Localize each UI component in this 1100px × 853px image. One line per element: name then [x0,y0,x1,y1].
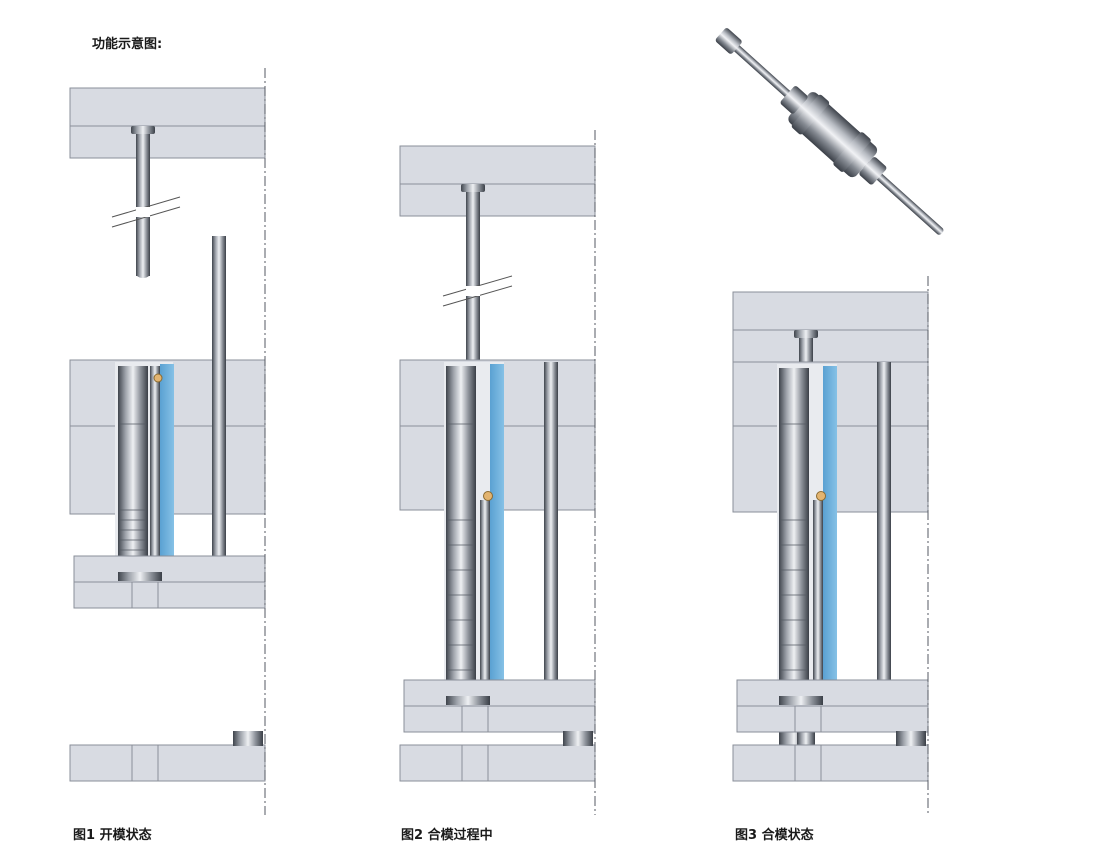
figure-title: 功能示意图: [92,37,163,52]
fixed-plate-top [69,87,266,127]
lock-body [446,366,476,702]
stop-button [896,731,926,746]
break-gap [136,207,150,217]
lock-base [779,696,823,705]
ejector-retainer [736,679,929,707]
figure-3-caption: 图3 合模状态 [735,828,814,843]
clamp-plate [69,744,266,782]
stop-button [233,731,263,746]
figure-3-closed [732,276,929,815]
ejector-plate [403,705,596,733]
ejector-plate [73,581,266,609]
figure-1-caption: 图1 开模状态 [73,828,152,843]
return-pin [212,236,226,574]
lock-body-rings [448,423,474,671]
figure-2-caption: 图2 合模过程中 [401,828,493,843]
blue-sleeve [490,364,504,702]
lock-body-rings [781,423,807,671]
lock-ball [816,491,826,501]
latch-rod [480,500,490,702]
lock-base [118,572,162,581]
lock-ball [483,491,493,501]
figure-2-closing [399,130,596,815]
ejector-retainer [73,555,266,583]
lock-body [118,366,148,576]
break-gap [466,286,480,296]
latch-rod [813,500,823,704]
fixed-plate-bottom [399,183,596,217]
stop-button [563,731,593,746]
pull-pin-head [131,126,155,134]
pull-pin-shaft [136,134,150,276]
fixed-plate-top [732,291,929,331]
ejector-retainer [403,679,596,707]
blue-sleeve [160,364,174,582]
return-pin [544,362,558,700]
fixed-plate-bottom [732,329,929,363]
lock-base [446,696,490,705]
clamp-plate [732,744,929,782]
figure-1-open [69,68,266,815]
latch-rod [150,366,160,578]
clamp-plate [399,744,596,782]
latch-lock-product-icon [715,28,944,235]
pull-pin-head [461,184,485,192]
blue-sleeve [823,366,837,704]
pull-pin-head [794,330,818,338]
fixed-plate-bottom [69,125,266,159]
pull-pin-tip [136,268,150,278]
fixed-plate-top [399,145,596,185]
ejector-plate [736,705,929,733]
return-pin [877,362,891,700]
lock-ball [153,373,163,383]
